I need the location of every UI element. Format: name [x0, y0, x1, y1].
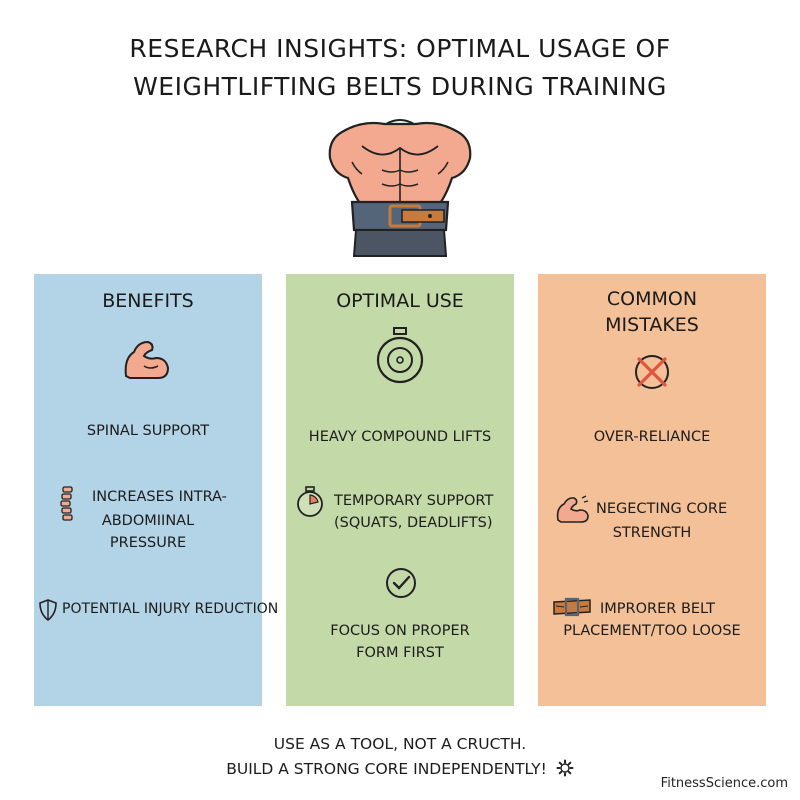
mistake-item-3-line-1: IMPRORER BELT: [600, 601, 715, 617]
optimal-item-3: FOCUS ON PROPER FORM FIRST: [286, 620, 514, 664]
page-title: RESEARCH INSIGHTS: OPTIMAL USAGE OF WEIG…: [0, 30, 800, 106]
loose-belt-icon: [553, 597, 591, 617]
crossed-out-circle-icon: [635, 355, 669, 389]
benefit-item-2: INCREASES INTRA-: [92, 486, 227, 508]
flexed-bicep-icon: [124, 340, 170, 379]
footer-line-2: BUILD A STRONG CORE INDEPENDENTLY!: [226, 760, 547, 778]
spine-icon: [60, 486, 73, 521]
benefits-title: BENEFITS: [102, 290, 194, 312]
stopwatch-icon: [376, 327, 424, 384]
benefit-item-1: SPINAL SUPPORT: [34, 420, 262, 442]
muscular-torso-with-belt-icon: [328, 119, 472, 257]
common-mistakes-panel: COMMON MISTAKES OVER-RELIANCE NEGECTING …: [538, 274, 766, 706]
optimal-item-1-text: HEAVY COMPOUND LIFTS: [308, 429, 492, 445]
common-mistakes-title-line-2: MISTAKES: [605, 314, 699, 336]
benefit-item-2-line-3: PRESSURE: [109, 535, 187, 551]
mistake-item-1-text: OVER-RELIANCE: [593, 429, 711, 445]
mistake-item-2-cont: STRENGTH: [538, 522, 766, 544]
optimal-item-3-line-1: FOCUS ON PROPER: [330, 623, 470, 639]
common-mistakes-title-line-1: COMMON: [606, 288, 698, 310]
footer-line-1: USE AS A TOOL, NOT A CRUCTH.: [273, 735, 527, 753]
benefit-item-3-text: POTENTIAL INJURY REDUCTION: [62, 601, 279, 617]
checkmark-circle-icon: [386, 568, 416, 598]
mistake-item-2-line-1: NEGECTING CORE: [596, 501, 728, 517]
optimal-use-title: OPTIMAL USE: [336, 290, 464, 312]
footer-line-2-row: BUILD A STRONG CORE INDEPENDENTLY!: [0, 757, 800, 782]
mistake-item-3-cont: PLACEMENT/TOO LOOSE: [538, 620, 766, 642]
benefit-item-2-cont: ABDOMIINAL PRESSURE: [34, 510, 262, 554]
timer-icon: [297, 486, 323, 517]
gear-icon: [556, 759, 574, 777]
title-line-1: RESEARCH INSIGHTS: OPTIMAL USAGE OF: [129, 34, 671, 63]
benefits-panel: BENEFITS SPINAL SUPPORT INCREASES INTRA-…: [34, 274, 278, 706]
mistake-item-2-line-2: STRENGTH: [612, 525, 692, 541]
mistake-item-1: OVER-RELIANCE: [538, 426, 766, 448]
optimal-item-2-line-2: (SQUATS, DEADLIFTS): [334, 515, 493, 531]
site-credit: FitnessScience.com: [660, 776, 788, 791]
optimal-item-3-line-2: FORM FIRST: [356, 645, 444, 661]
common-mistakes-title: COMMON MISTAKES: [538, 286, 766, 338]
shield-icon: [39, 599, 57, 622]
title-line-2: WEIGHTLIFTING BELTS DURING TRAINING: [133, 72, 667, 101]
benefit-item-2-line-1: INCREASES INTRA-: [92, 489, 227, 505]
weak-bicep-icon: [556, 495, 589, 523]
benefit-item-1-text: SPINAL SUPPORT: [86, 423, 210, 439]
footer-message: USE AS A TOOL, NOT A CRUCTH. BUILD A STR…: [0, 732, 800, 782]
mistake-item-3-line-2: PLACEMENT/TOO LOOSE: [563, 623, 741, 639]
optimal-item-2-line-1: TEMPORARY SUPPORT: [334, 493, 494, 509]
mistake-item-3: IMPRORER BELT: [600, 598, 715, 620]
mistake-item-2: NEGECTING CORE: [596, 498, 727, 520]
optimal-item-1: HEAVY COMPOUND LIFTS: [286, 426, 514, 448]
benefit-item-2-line-2: ABDOMIINAL: [101, 513, 195, 529]
optimal-use-panel: OPTIMAL USE HEAVY COMPOUND LIFTS TEMPORA…: [286, 274, 514, 706]
optimal-item-2: TEMPORARY SUPPORT (SQUATS, DEADLIFTS): [334, 490, 493, 534]
benefit-item-3: POTENTIAL INJURY REDUCTION: [62, 598, 278, 620]
